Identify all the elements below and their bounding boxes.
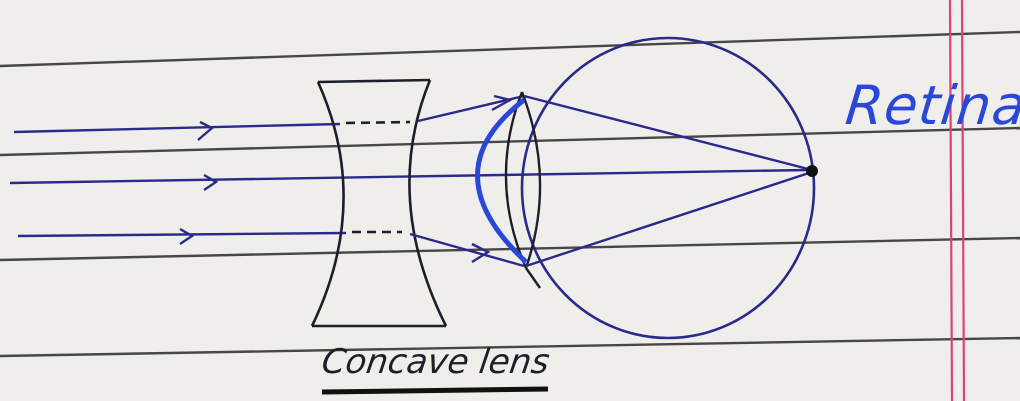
margin-lines — [950, 0, 964, 401]
lens-left-surface — [312, 82, 344, 326]
cornea-curve — [477, 100, 526, 262]
retina-label: Retina — [843, 74, 1020, 137]
ruled-line — [0, 32, 1020, 66]
incoming-ray-top — [14, 124, 340, 132]
concave-lens-label: Concave lens — [319, 342, 552, 382]
converging-ray-bottom — [526, 172, 812, 266]
eye-lens-tail — [526, 268, 540, 288]
converging-rays — [524, 96, 812, 266]
converging-ray-top — [524, 96, 812, 170]
eyeball-outline — [522, 38, 814, 338]
lens-dashed-ray — [346, 122, 410, 123]
concave-lens — [312, 80, 446, 326]
arrow-head — [198, 122, 212, 140]
incoming-ray-bottom — [18, 233, 346, 236]
margin-line — [950, 0, 952, 401]
label-underline — [322, 389, 548, 392]
lens-top-edge — [318, 80, 430, 82]
margin-line — [962, 0, 964, 401]
arrow-head — [204, 175, 216, 190]
focal-point — [806, 165, 818, 177]
arrow-head — [180, 229, 192, 244]
